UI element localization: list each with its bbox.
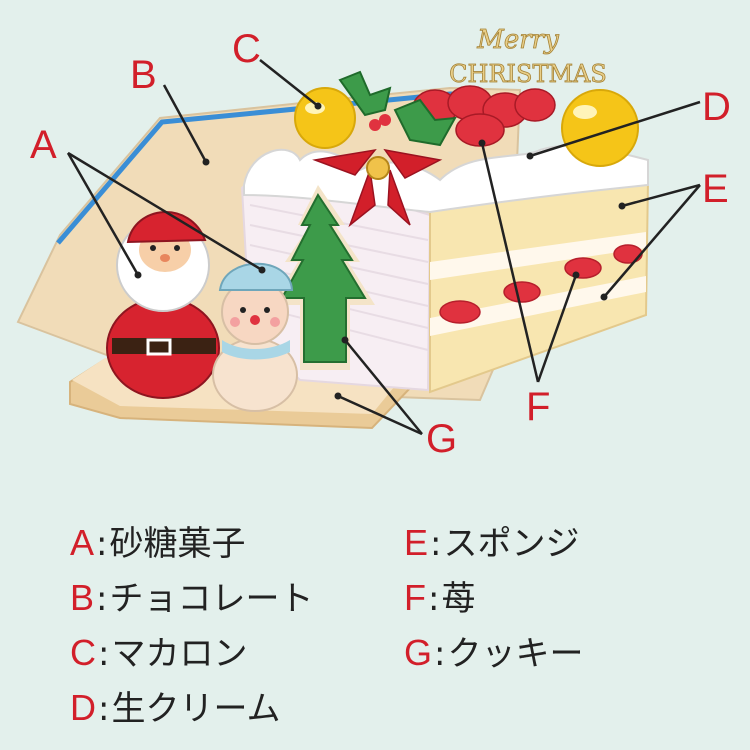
merry-christmas-topper: Merry CHRISTMAS bbox=[449, 25, 607, 89]
legend-d-letter: D bbox=[70, 687, 96, 728]
legend-e-label: スポンジ bbox=[443, 524, 580, 564]
legend-c-letter: C bbox=[70, 632, 96, 673]
legend-e: E:スポンジ bbox=[404, 522, 580, 565]
legend-c: C:マカロン bbox=[70, 632, 248, 675]
strawberry-slices bbox=[439, 244, 643, 324]
legend-d-label: 生クリーム bbox=[111, 689, 281, 729]
callout-f: F bbox=[526, 385, 550, 429]
tree-icing bbox=[280, 193, 367, 363]
callout-e: E bbox=[702, 167, 729, 211]
cream-layer-2 bbox=[430, 276, 646, 336]
legend-g: G:クッキー bbox=[404, 632, 584, 675]
legend-a-letter: A bbox=[70, 522, 95, 563]
callout-b: B bbox=[130, 53, 157, 97]
topper-christmas-text: CHRISTMAS bbox=[449, 60, 607, 88]
legend-b: B:チョコレート bbox=[70, 577, 314, 620]
snowman-figure bbox=[212, 262, 298, 412]
callout-a: A bbox=[30, 123, 57, 167]
macaron-right bbox=[561, 89, 639, 167]
ribbon-bow bbox=[312, 148, 443, 228]
legend-d: D:生クリーム bbox=[70, 687, 281, 730]
legend-f: F:苺 bbox=[404, 577, 476, 620]
macaron-right-shine bbox=[573, 105, 597, 119]
leader-lines bbox=[66, 59, 701, 436]
legend-g-letter: G bbox=[404, 632, 433, 673]
legend-g-label: クッキー bbox=[447, 634, 584, 674]
cream-layer-1 bbox=[430, 232, 646, 280]
santa-figure bbox=[106, 211, 220, 399]
topper-merry-text: Merry bbox=[476, 25, 559, 55]
bell bbox=[366, 156, 390, 180]
top-strawberries bbox=[412, 85, 556, 147]
callout-d: D bbox=[702, 85, 731, 129]
legend-a: A:砂糖菓子 bbox=[70, 522, 246, 565]
legend-f-letter: F bbox=[404, 577, 426, 618]
legend-b-letter: B bbox=[70, 577, 95, 618]
legend-b-label: チョコレート bbox=[109, 579, 314, 619]
callout-g: G bbox=[426, 417, 457, 461]
legend-a-label: 砂糖菓子 bbox=[109, 524, 246, 564]
macaron-left bbox=[294, 87, 356, 149]
callout-c: C bbox=[232, 27, 261, 71]
legend-c-label: マカロン bbox=[111, 634, 248, 674]
legend-e-letter: E bbox=[404, 522, 429, 563]
holly-decoration bbox=[338, 70, 457, 147]
legend-f-label: 苺 bbox=[441, 579, 476, 619]
